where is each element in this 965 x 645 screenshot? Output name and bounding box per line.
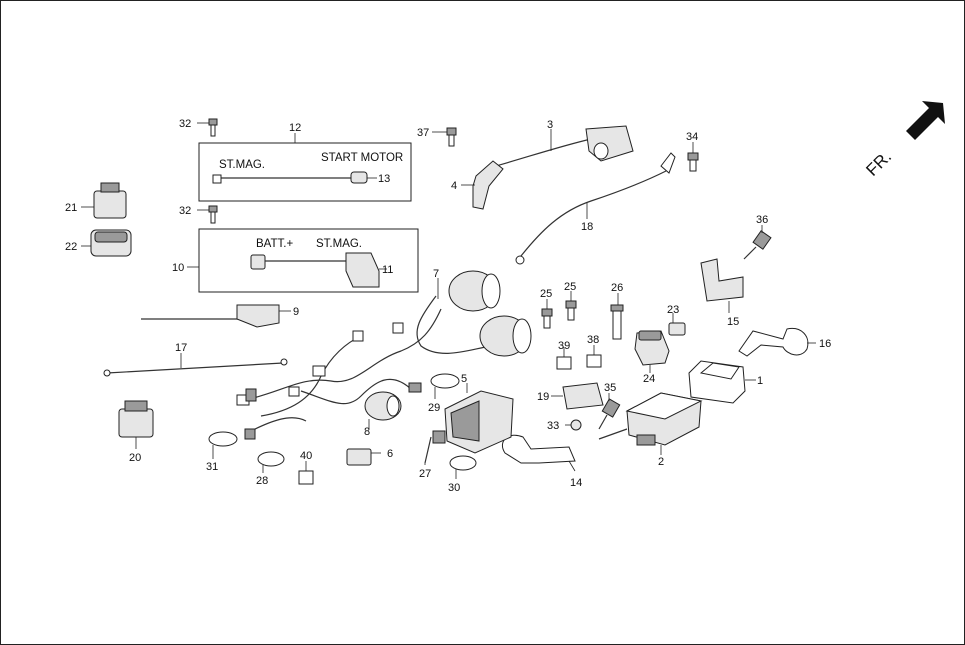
callout-36: 36	[756, 214, 768, 226]
callout-26: 26	[611, 282, 623, 294]
part-27-bolt	[424, 430, 446, 465]
callout-9: 9	[293, 306, 299, 318]
part-26-pin	[610, 293, 624, 340]
callout-4: 4	[451, 180, 457, 192]
callout-14: 14	[570, 477, 582, 489]
callout-19: 19	[537, 391, 549, 403]
part-20-relay	[118, 400, 154, 449]
part-33-nut	[565, 419, 582, 431]
part-6-connector	[346, 448, 381, 466]
part-21-starter-relay	[81, 182, 127, 219]
start-motor-label: START MOTOR	[321, 152, 403, 164]
callout-13: 13	[378, 173, 390, 185]
part-4-spark-plug-cap	[461, 160, 504, 210]
callout-38: 38	[587, 334, 599, 346]
part-30-clamp	[449, 455, 477, 479]
part-22-relay-cover	[81, 229, 132, 257]
part-37-bolt	[432, 127, 457, 147]
part-11-starter-cable	[250, 252, 387, 288]
callout-17: 17	[175, 342, 187, 354]
part-32-bolt-bottom	[197, 205, 218, 224]
part-23-connector	[668, 313, 686, 336]
front-direction-indicator: FR.	[862, 101, 945, 180]
callout-3: 3	[547, 119, 553, 131]
callout-32-top: 32	[179, 118, 191, 130]
part-17-cable	[103, 353, 288, 377]
part-8-wire-harness	[236, 308, 442, 440]
callout-27: 27	[419, 468, 431, 480]
part-14-clamp	[501, 434, 576, 472]
st-mag-label-bottom: ST.MAG.	[316, 238, 362, 250]
callout-11: 11	[382, 264, 393, 276]
callout-numbers: 1 2 3 4 5 6 7 8 9 10 11 12 13 14 15 16 1…	[65, 118, 831, 494]
part-25-bolt-right	[565, 291, 577, 321]
part-12-cable	[212, 171, 377, 184]
callout-23: 23	[667, 304, 679, 316]
part-35-bolt	[598, 393, 621, 430]
callout-16: 16	[819, 338, 831, 350]
callout-20: 20	[129, 452, 141, 464]
callout-32-bottom: 32	[179, 205, 191, 217]
front-label: FR.	[862, 147, 895, 180]
callout-37: 37	[417, 127, 429, 139]
callout-21: 21	[65, 202, 77, 214]
part-24-relay	[634, 330, 670, 373]
part-5-regulator-rectifier	[444, 383, 514, 454]
callout-31: 31	[206, 461, 218, 473]
part-40-fuse	[298, 461, 314, 485]
part-32-bolt-top	[197, 118, 218, 137]
part-1-cover	[688, 360, 756, 404]
callout-39: 39	[558, 340, 570, 352]
part-39-fuse	[556, 347, 572, 370]
callout-25-left: 25	[540, 288, 552, 300]
part-28-clamp	[257, 451, 285, 473]
part-18-ground-cable	[515, 152, 676, 265]
part-3-ignition-coil	[495, 125, 634, 167]
callout-2: 2	[658, 456, 664, 468]
part-25-bolt-left	[541, 299, 553, 329]
callout-25-right: 25	[564, 281, 576, 293]
callout-12: 12	[289, 122, 301, 134]
part-38-fuse	[586, 345, 602, 368]
battery-cable-group-box-12	[198, 142, 412, 202]
front-arrow-icon	[906, 101, 945, 140]
st-mag-label-top: ST.MAG.	[219, 159, 265, 171]
part-16-clamp	[738, 327, 816, 357]
callout-33: 33	[547, 420, 559, 432]
callout-18: 18	[581, 221, 593, 233]
callout-34: 34	[686, 131, 698, 143]
part-31-clamp	[208, 431, 238, 459]
callout-10: 10	[172, 262, 184, 274]
callout-40: 40	[300, 450, 312, 462]
callout-5: 5	[461, 373, 467, 385]
part-2-control-unit	[598, 392, 703, 455]
part-34-bolt	[687, 142, 699, 172]
callout-15: 15	[727, 316, 739, 328]
part-29-clamp	[430, 373, 460, 399]
callout-8: 8	[364, 426, 370, 438]
part-19-fuse-block	[551, 382, 604, 410]
callout-35: 35	[604, 382, 616, 394]
starter-cable-group-box-10	[198, 228, 419, 293]
part-36-bolt	[743, 225, 772, 260]
callout-6: 6	[387, 448, 393, 460]
batt-plus-label: BATT.+	[256, 238, 293, 250]
callout-30: 30	[448, 482, 460, 494]
callout-24: 24	[643, 373, 655, 385]
callout-28: 28	[256, 475, 268, 487]
callout-1: 1	[757, 375, 763, 387]
callout-29: 29	[428, 402, 440, 414]
callout-22: 22	[65, 241, 77, 253]
part-15-rubber-boot	[700, 258, 744, 313]
part-7-ignition-coils	[416, 270, 532, 357]
callout-7: 7	[433, 268, 439, 280]
part-9-cable-bracket	[141, 304, 291, 328]
